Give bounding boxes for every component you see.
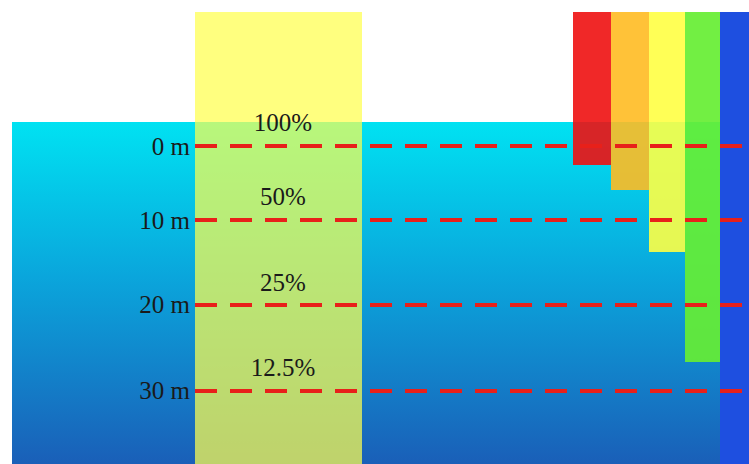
depth-label: 10 m	[139, 208, 190, 233]
depth-line	[195, 303, 749, 307]
depth-label: 0 m	[152, 134, 190, 159]
depth-label: 30 m	[139, 378, 190, 403]
depth-lines	[195, 146, 749, 391]
blue-light-bar	[720, 12, 749, 464]
depth-label: 20 m	[139, 292, 190, 317]
depth-line	[195, 144, 749, 148]
orange-light-bar	[611, 12, 649, 190]
percentage-label: 12.5%	[251, 355, 316, 380]
red-light-bar	[573, 12, 611, 165]
yellow-light-bar	[649, 12, 685, 252]
percentage-label: 100%	[254, 110, 312, 135]
percentage-label: 50%	[260, 184, 306, 209]
green-light-bar	[685, 12, 720, 362]
depth-line	[195, 389, 749, 393]
percentage-label: 25%	[260, 270, 306, 295]
sunlight-column	[195, 12, 362, 464]
depth-line	[195, 218, 749, 222]
